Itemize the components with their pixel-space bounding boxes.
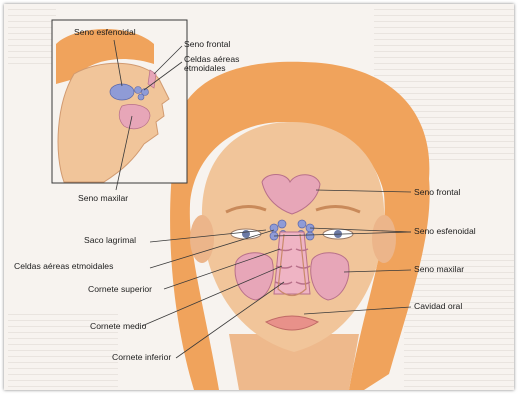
label-cavidad-oral: Cavidad oral	[414, 302, 462, 311]
left-ear	[190, 215, 214, 263]
label-seno-esfenoidal: Seno esfenoidal	[414, 227, 476, 236]
right-ear	[372, 215, 396, 263]
label-celdas-etmoidales-inset: Celdas aéreas etmoidales	[184, 55, 239, 73]
label-cornete-inferior: Cornete inferior	[112, 353, 171, 362]
inset-sphenoid-sinus	[110, 84, 134, 100]
label-seno-maxilar-inset: Seno maxilar	[78, 194, 128, 203]
inset-maxillary-sinus	[119, 104, 150, 128]
label-cornete-superior: Cornete superior	[88, 285, 152, 294]
label-seno-esfenoidal-inset: Seno esfenoidal	[74, 28, 136, 37]
label-cornete-medio: Cornete medio	[90, 322, 146, 331]
label-seno-frontal: Seno frontal	[414, 188, 460, 197]
illustration-frame: Seno esfenoidal Seno frontal Celdas aére…	[4, 4, 514, 390]
label-seno-maxilar: Seno maxilar	[414, 265, 464, 274]
label-saco-lagrimal: Saco lagrimal	[84, 236, 136, 245]
label-celdas-etmoidales: Celdas aéreas etmoidales	[14, 262, 113, 271]
label-seno-frontal-inset: Seno frontal	[184, 40, 230, 49]
